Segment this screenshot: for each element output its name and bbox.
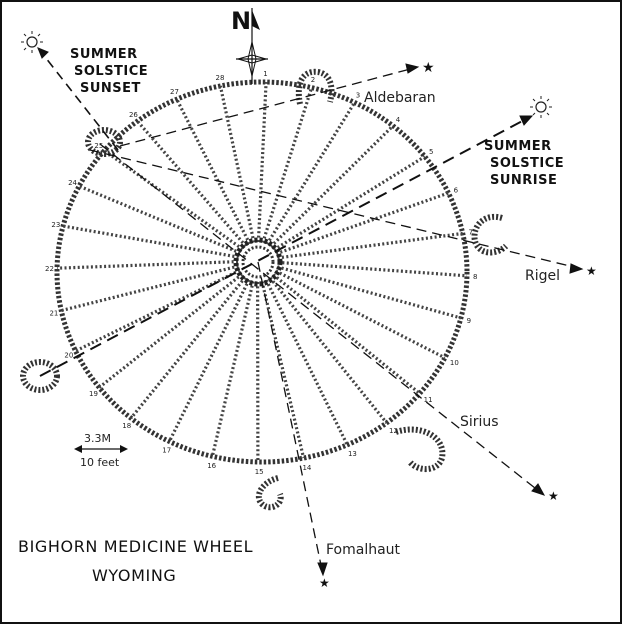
cairn-east — [471, 213, 509, 256]
label-line: SOLSTICE — [74, 64, 148, 79]
cairn-southeast — [395, 426, 446, 472]
summer-sunrise-label: SUMMER SOLSTICE SUNRISE — [484, 139, 564, 188]
spoke-number: 22 — [45, 265, 54, 273]
spoke-number: 9 — [467, 317, 471, 325]
spoke-line — [56, 260, 239, 270]
label-line: SUNSET — [80, 81, 141, 96]
label-line: SOLSTICE — [490, 156, 564, 171]
spoke-number: 7 — [469, 229, 473, 237]
star-label-rigel: Rigel — [525, 268, 560, 284]
spoke-number: 28 — [216, 74, 225, 82]
sighting-lines — [37, 47, 584, 577]
central-cairn — [233, 237, 283, 287]
spoke-line — [273, 155, 426, 252]
spoke-number: 1 — [263, 70, 267, 78]
spoke-line — [60, 264, 239, 313]
star-label-fomalhaut: Fomalhaut — [326, 542, 401, 558]
spoke-line — [272, 273, 421, 395]
spoke-number: 10 — [450, 359, 459, 367]
sun-icon — [21, 31, 43, 53]
spoke-number: 11 — [424, 396, 433, 404]
spoke-line — [210, 281, 255, 457]
spoke-line — [167, 279, 251, 443]
spoke-line — [78, 184, 241, 255]
diagram-subtitle: WYOMING — [92, 566, 176, 585]
spoke-line — [103, 149, 244, 251]
cairn-north — [295, 68, 335, 105]
spoke-line — [268, 276, 388, 424]
spoke-line — [260, 281, 306, 459]
diagram-title: BIGHORN MEDICINE WHEEL — [18, 537, 253, 556]
star-label-aldebaran: Aldebaran — [364, 90, 436, 106]
compass-rose-icon: N — [231, 7, 268, 84]
label-line: SUNRISE — [490, 173, 557, 188]
spoke-line — [256, 81, 268, 243]
star-icon: ★ — [422, 60, 435, 76]
spoke-number: 16 — [207, 462, 216, 470]
star-icon: ★ — [586, 264, 597, 278]
spoke-number: 4 — [396, 116, 401, 124]
label-line: SUMMER — [70, 47, 138, 62]
rim-stones — [54, 79, 470, 465]
spoke-number: 15 — [255, 468, 264, 476]
spoke-line — [129, 276, 247, 420]
label-line: SUMMER — [484, 139, 552, 154]
spoke-line — [265, 101, 356, 245]
spoke-line — [218, 85, 256, 243]
cairn-west — [20, 359, 60, 393]
cairn-northwest — [85, 127, 123, 157]
spoke-number: 26 — [129, 111, 138, 119]
spoke-line — [175, 98, 252, 245]
cairn-south — [255, 475, 284, 511]
spoke-number: 6 — [454, 186, 459, 194]
spoke-number: 21 — [49, 309, 58, 317]
star-icon: ★ — [548, 489, 559, 503]
spoke-number: 24 — [68, 179, 77, 187]
spoke-number: 12 — [389, 427, 398, 435]
spoke-line — [62, 224, 239, 259]
spoke-number: 17 — [162, 447, 171, 455]
spoke-numbers: 1234567891011121314151617181920212223242… — [45, 70, 477, 476]
star-label-sirius: Sirius — [460, 414, 499, 430]
spoke-line — [276, 265, 462, 320]
spoke-line — [277, 260, 468, 278]
sun-icon — [530, 96, 552, 118]
wheel-spokes — [56, 81, 468, 462]
spoke-line — [277, 231, 463, 260]
spoke-number: 23 — [51, 221, 60, 229]
spoke-number: 8 — [473, 273, 477, 281]
spoke-number: 25 — [94, 142, 103, 150]
spoke-number: 27 — [170, 88, 179, 96]
scale-bar: 3.3M 10 feet — [74, 432, 128, 469]
spoke-number: 13 — [348, 450, 357, 458]
spoke-line — [275, 269, 446, 360]
spoke-number: 18 — [122, 422, 131, 430]
north-letter: N — [231, 7, 251, 35]
summer-sunset-label: SUMMER SOLSTICE SUNSET — [70, 47, 148, 96]
spoke-line — [275, 191, 449, 256]
spoke-line — [136, 120, 248, 248]
spoke-number: 5 — [429, 148, 433, 156]
wheel-rim — [54, 79, 470, 465]
spoke-line — [261, 87, 314, 244]
spoke-number: 3 — [356, 91, 360, 99]
spoke-number: 20 — [64, 352, 73, 360]
spoke-number: 14 — [302, 464, 311, 472]
spoke-number: 2 — [311, 76, 315, 84]
spoke-number: 19 — [89, 390, 98, 398]
scale-metric: 3.3M — [84, 432, 111, 445]
star-icon: ★ — [319, 576, 330, 590]
scale-imperial: 10 feet — [80, 456, 120, 469]
